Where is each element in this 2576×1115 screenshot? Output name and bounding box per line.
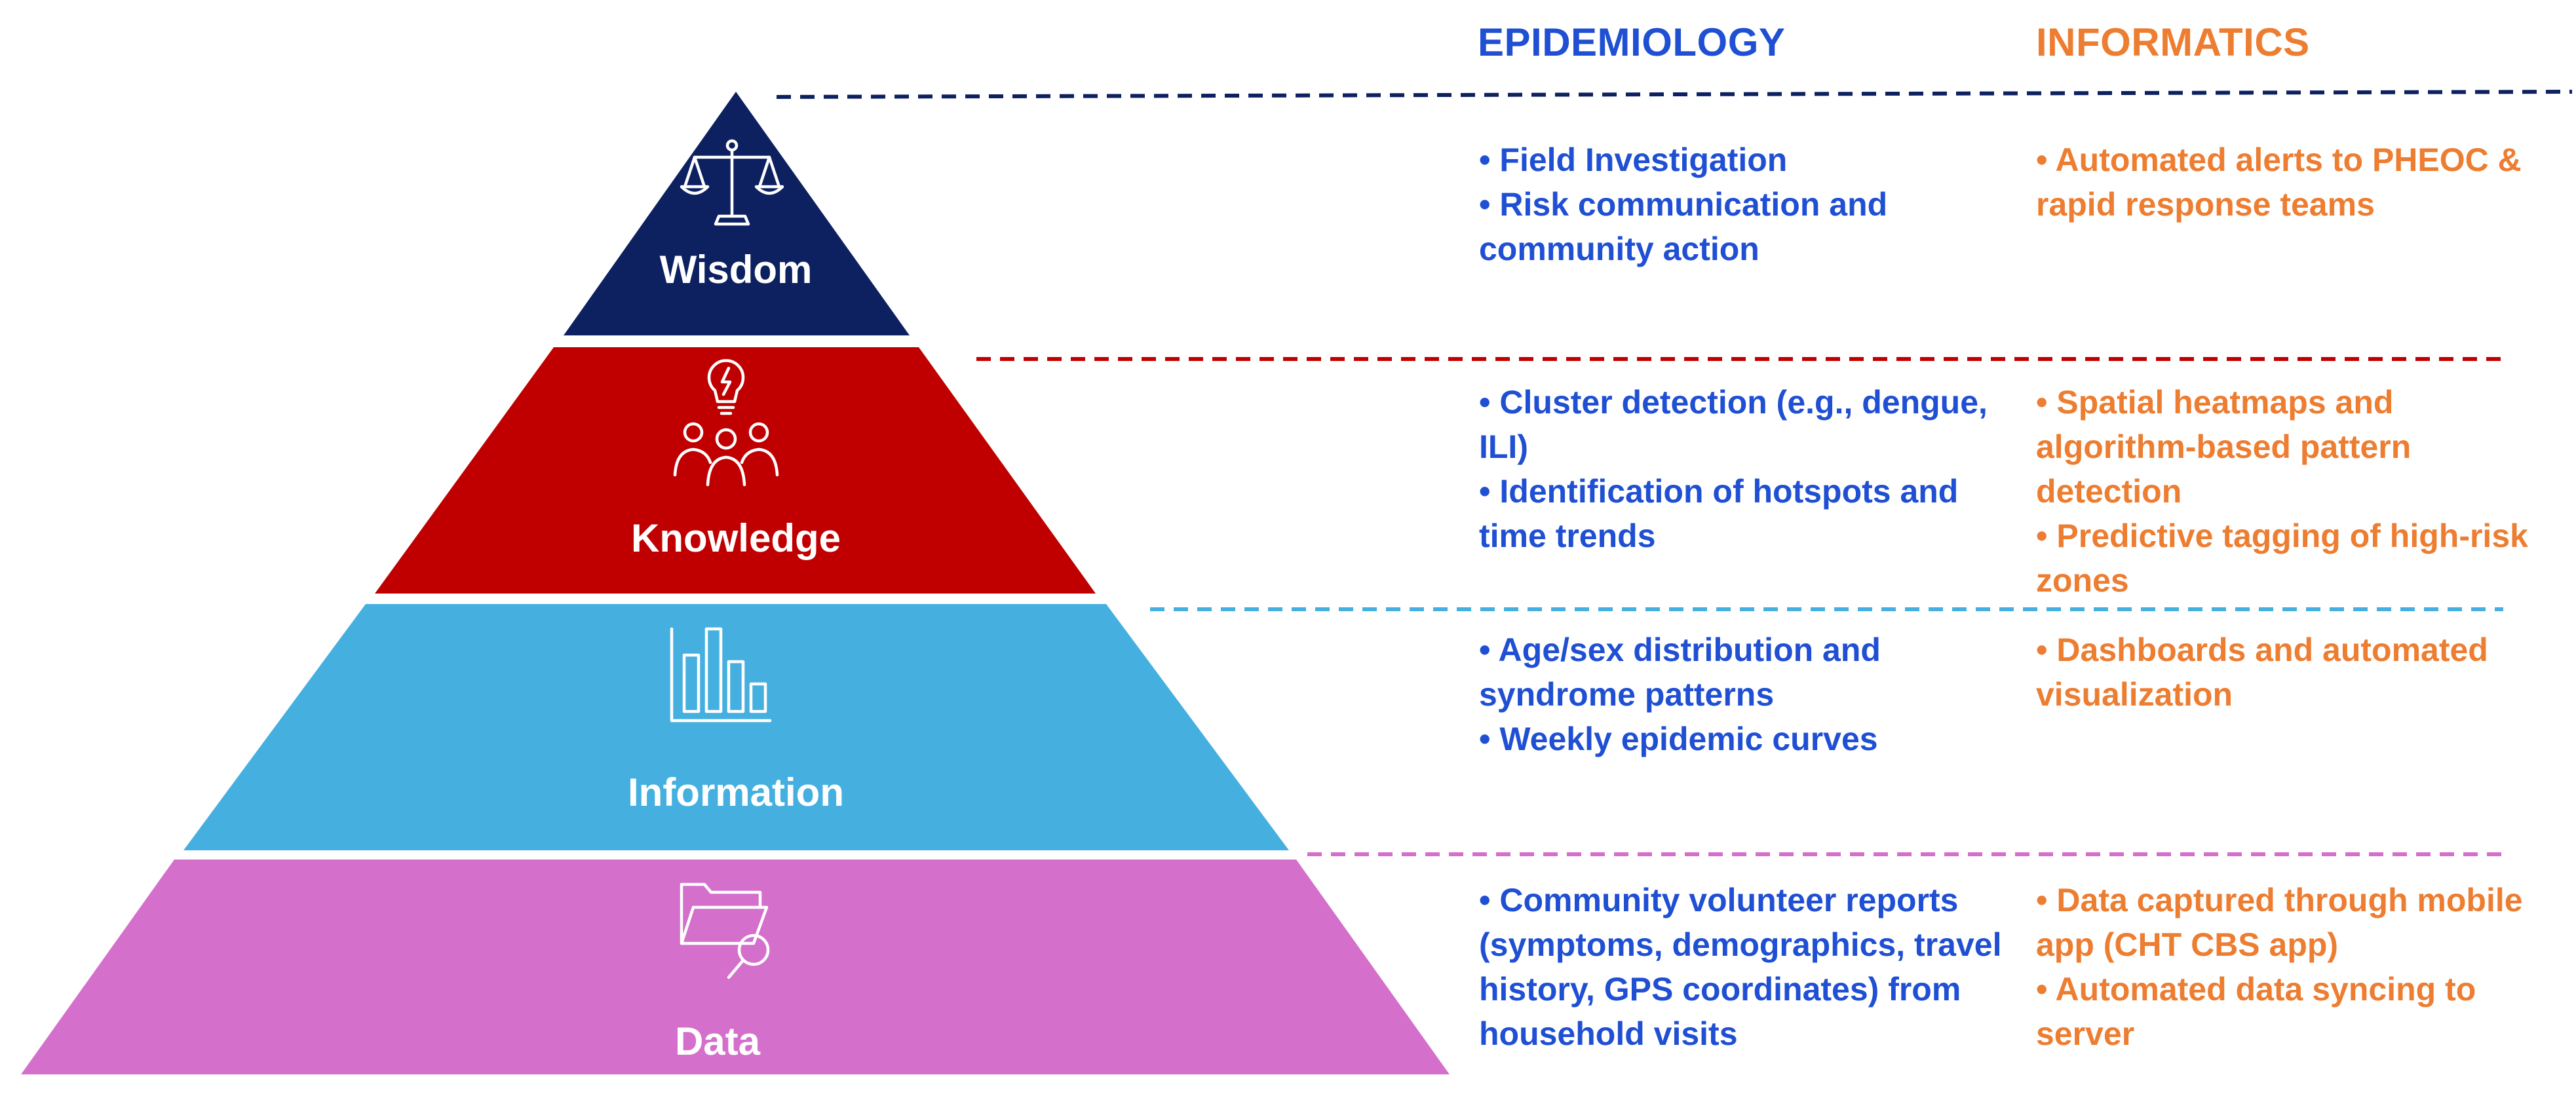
list-item: • Automated alerts to PHEOC & rapid resp…: [2036, 142, 2522, 223]
folder-search-icon: [680, 882, 770, 979]
knowledge-tier: [375, 347, 1096, 594]
list-item: • Age/sex distribution and syndrome patt…: [1479, 632, 1881, 713]
wisdom-separator-line: [776, 90, 2573, 99]
information-label: Information: [628, 770, 844, 814]
list-item: • Risk communication and community actio…: [1479, 186, 1888, 267]
wisdom-epidemiology-cell: • Field Investigation • Risk communicati…: [1479, 138, 2016, 271]
wisdom-label: Wisdom: [660, 248, 813, 292]
informatics-header: INFORMATICS: [2036, 20, 2310, 64]
information-informatics-cell: • Dashboards and automated visualization: [2036, 628, 2560, 717]
list-item: • Spatial heatmaps and algorithm-based p…: [2036, 384, 2412, 510]
bar-chart-icon: [670, 627, 772, 723]
scales-of-justice-icon: [680, 139, 784, 226]
data-tier: [21, 860, 1450, 1074]
list-item: • Identification of hotspots and time tr…: [1479, 473, 1959, 554]
list-item: • Predictive tagging of high-risk zones: [2036, 518, 2528, 599]
data-label: Data: [675, 1019, 761, 1063]
list-item: • Data captured through mobile app (CHT …: [2036, 882, 2523, 963]
knowledge-epidemiology-cell: • Cluster detection (e.g., dengue, ILI) …: [1479, 380, 2016, 558]
epidemiology-header: EPIDEMIOLOGY: [1478, 20, 1786, 64]
information-epidemiology-cell: • Age/sex distribution and syndrome patt…: [1479, 628, 2016, 761]
information-tier: [183, 604, 1289, 850]
list-item: • Field Investigation: [1479, 142, 1788, 178]
list-item: • Dashboards and automated visualization: [2036, 632, 2488, 713]
list-item: • Automated data syncing to server: [2036, 971, 2476, 1052]
wisdom-tier: [564, 92, 910, 335]
list-item: • Community volunteer reports (symptoms,…: [1479, 882, 2002, 1052]
list-item: • Cluster detection (e.g., dengue, ILI): [1479, 384, 1988, 465]
lightbulb-people-icon: [673, 359, 779, 487]
knowledge-informatics-cell: • Spatial heatmaps and algorithm-based p…: [2036, 380, 2560, 603]
data-epidemiology-cell: • Community volunteer reports (symptoms,…: [1479, 878, 2016, 1056]
wisdom-informatics-cell: • Automated alerts to PHEOC & rapid resp…: [2036, 138, 2560, 227]
list-item: • Weekly epidemic curves: [1479, 721, 1878, 757]
knowledge-label: Knowledge: [631, 516, 841, 560]
data-informatics-cell: • Data captured through mobile app (CHT …: [2036, 878, 2560, 1056]
